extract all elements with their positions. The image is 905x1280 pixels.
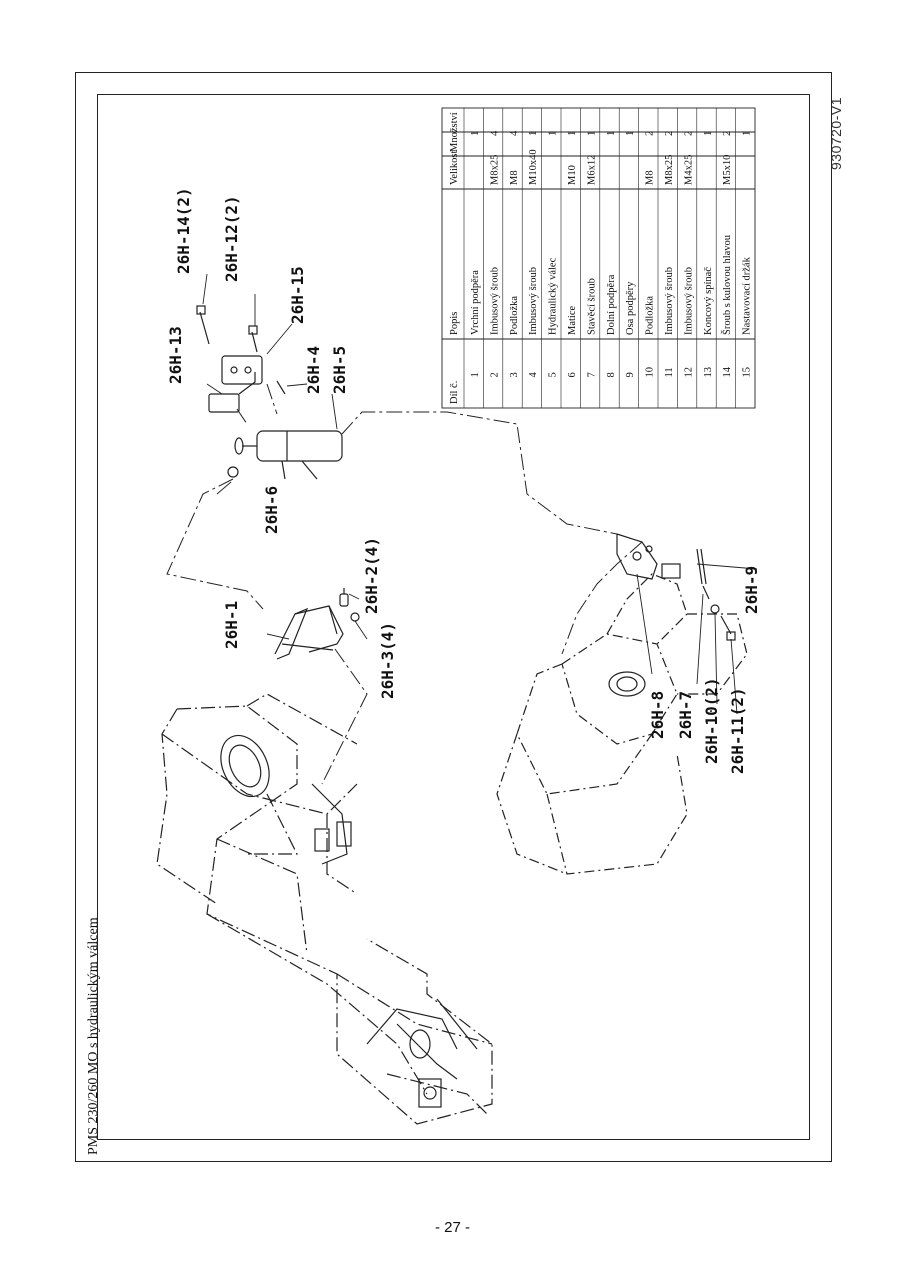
table-cell-desc: Imbusový šroub xyxy=(489,267,500,335)
outer-frame xyxy=(75,72,832,1162)
table-cell-size: M10 xyxy=(567,165,578,185)
table-cell-desc: Podložka xyxy=(645,296,656,335)
table-cell-qty: 2 xyxy=(645,131,656,136)
table-cell-qty: 1 xyxy=(586,131,597,136)
table-header-desc: Popis xyxy=(449,312,460,335)
label-26H-10: 26H-10(2) xyxy=(702,677,721,764)
table-cell-qty: 1 xyxy=(606,131,617,136)
page-number: - 27 - xyxy=(434,1219,470,1236)
table-cell-size: M8 xyxy=(509,170,520,185)
table-cell-qty: 1 xyxy=(567,131,578,136)
table-cell-no: 6 xyxy=(567,372,578,377)
table-cell-desc: Podložka xyxy=(509,296,520,335)
table-cell-no: 11 xyxy=(664,367,675,377)
nut-26H-6 xyxy=(227,466,239,478)
base-frame-outline xyxy=(156,693,493,1125)
drawing-art xyxy=(156,107,758,1125)
table-cell-desc: Nastavovací držák xyxy=(742,256,753,335)
table-cell-no: 15 xyxy=(742,367,753,378)
table-cell-desc: Vrchní podpěra xyxy=(470,270,481,335)
table-cell-size: M8x25 xyxy=(489,155,500,185)
label-26H-11: 26H-11(2) xyxy=(728,687,747,774)
table-cell-desc: Dolní podpěra xyxy=(606,274,617,335)
hydraulic-cylinder-part xyxy=(234,430,343,480)
table-cell-no: 9 xyxy=(625,372,636,377)
label-26H-13: 26H-13 xyxy=(166,326,185,384)
table-cell-no: 7 xyxy=(586,372,597,377)
table-cell-qty: 4 xyxy=(489,130,500,136)
drawing-code: 930720-V1 xyxy=(828,96,844,170)
table-cell-size: M8 xyxy=(645,170,656,185)
table-header-size: Velikost xyxy=(449,151,460,186)
table-cell-desc: Koncový spínač xyxy=(703,267,714,335)
label-26H-7: 26H-7 xyxy=(676,691,695,739)
table-cell-desc: Matice xyxy=(567,306,578,335)
table-cell-no: 12 xyxy=(683,367,694,378)
table-cell-size: M4x25 xyxy=(683,155,694,185)
table-cell-no: 1 xyxy=(470,372,481,377)
lower-support-arm-part xyxy=(496,573,748,875)
table-cell-no: 13 xyxy=(703,367,714,378)
callout-labels: 26H-14(2) 26H-12(2) 26H-15 26H-13 26H-4 … xyxy=(166,187,761,774)
label-26H-9: 26H-9 xyxy=(742,566,761,614)
label-26H-5: 26H-5 xyxy=(330,346,349,394)
table-cell-qty: 1 xyxy=(470,131,481,136)
inner-frame xyxy=(97,94,810,1140)
table-cell-size: M5x10 xyxy=(722,155,733,185)
table-cell-desc: Imbusový šroub xyxy=(664,267,675,335)
table-cell-desc: Imbusový šroub xyxy=(683,267,694,335)
label-26H-4: 26H-4 xyxy=(304,346,323,394)
parts-table-grid xyxy=(441,107,756,409)
table-cell-qty: 4 xyxy=(509,130,520,136)
table-cell-desc: Stavěcí šroub xyxy=(586,278,597,335)
table-cell-qty: 2 xyxy=(722,131,733,136)
table-cell-no: 2 xyxy=(489,372,500,377)
lower-support-details xyxy=(608,563,681,697)
table-cell-size: M10x40 xyxy=(528,149,539,185)
base-frame-details xyxy=(220,734,478,1108)
label-26H-1: 26H-1 xyxy=(222,601,241,649)
table-cell-no: 8 xyxy=(606,372,617,377)
table-cell-qty: 1 xyxy=(528,131,539,136)
label-26H-12: 26H-12(2) xyxy=(222,195,241,282)
table-header-no: Díl č. xyxy=(449,381,460,404)
screws-lower xyxy=(702,585,736,641)
table-cell-qty: 2 xyxy=(683,131,694,136)
bolts-26H-2 xyxy=(339,588,360,622)
leader-lines xyxy=(202,273,758,715)
table-cell-qty: 2 xyxy=(664,131,675,136)
upper-support-part xyxy=(274,605,344,660)
table-cell-no: 10 xyxy=(645,367,656,378)
table-cell-no: 3 xyxy=(509,372,520,377)
label-26H-6: 26H-6 xyxy=(262,486,281,534)
table-cell-desc: Osa podpěry xyxy=(625,281,636,335)
label-26H-15: 26H-15 xyxy=(288,266,307,324)
table-cell-desc: Hydraulický válec xyxy=(548,257,559,335)
label-26H-3: 26H-3(4) xyxy=(378,622,397,699)
limit-switch-bracket xyxy=(208,355,263,413)
label-26H-14: 26H-14(2) xyxy=(174,187,193,274)
parts-table-row-lines xyxy=(463,108,736,408)
screws-upper xyxy=(196,305,286,395)
table-cell-desc: Imbusový šroub xyxy=(528,267,539,335)
table-cell-qty: 1 xyxy=(625,131,636,136)
table-cell-size: M8x25 xyxy=(664,155,675,185)
label-26H-2: 26H-2(4) xyxy=(362,537,381,614)
table-cell-qty: 1 xyxy=(703,131,714,136)
table-cell-desc: Šroub s kulovou hlavou xyxy=(721,234,733,335)
table-cell-size: M6x12 xyxy=(586,155,597,185)
table-cell-no: 4 xyxy=(528,372,539,378)
table-cell-no: 14 xyxy=(722,366,733,377)
table-cell-qty: 1 xyxy=(742,131,753,136)
table-header-qty: Množství xyxy=(449,112,460,152)
table-cell-no: 5 xyxy=(548,372,559,377)
table-cell-qty: 1 xyxy=(548,131,559,136)
assembly-guide-lines xyxy=(166,383,643,785)
label-26H-8: 26H-8 xyxy=(648,691,667,739)
